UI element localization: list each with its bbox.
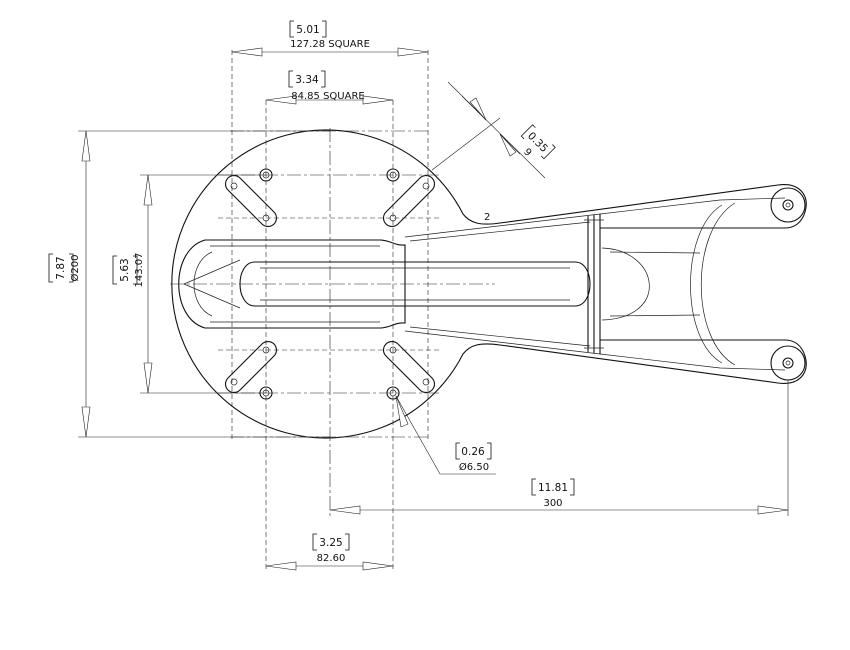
- length-imperial: 11.81: [538, 482, 568, 494]
- diameter-imperial: 7.87: [55, 256, 67, 279]
- hole-diameter-metric: Ø6.50: [459, 461, 489, 473]
- label-length: 11.81 300: [531, 478, 575, 509]
- dim-vertical-spacing: [140, 174, 266, 394]
- arm-end-eyes: [770, 187, 806, 381]
- dim-bottom-spacing: [265, 561, 394, 571]
- length-metric: 300: [543, 498, 562, 509]
- square-outer-imperial: 5.01: [296, 24, 319, 36]
- label-hole-offset: 0.35 9: [520, 124, 556, 160]
- center-lines: [170, 50, 495, 570]
- vertical-spacing-metric: 143.07: [134, 253, 145, 288]
- dim-square-outer: [231, 47, 429, 57]
- label-bottom-spacing: 3.25 82.60: [312, 533, 350, 564]
- small-note: 2: [484, 212, 490, 223]
- dim-hole-offset: [431, 81, 546, 179]
- square-inner-metric: 84.85 SQUARE: [291, 91, 364, 102]
- part-outline: [171, 129, 807, 439]
- hole-offset-metric: 9: [521, 147, 533, 159]
- bottom-spacing-metric: 82.60: [317, 553, 346, 564]
- label-diameter: 7.87 Ø200: [48, 253, 81, 283]
- square-inner-imperial: 3.34: [295, 74, 319, 86]
- square-outer-metric: 127.28 SQUARE: [290, 39, 370, 50]
- dim-square-inner: [265, 95, 394, 105]
- label-square-outer: 5.01 127.28 SQUARE: [289, 20, 370, 50]
- bottom-spacing-imperial: 3.25: [319, 537, 342, 549]
- diameter-metric: Ø200: [69, 255, 81, 282]
- hole-diameter-imperial: 0.26: [461, 446, 485, 458]
- dim-diameter: [78, 130, 330, 438]
- label-hole-diameter: 0.26 Ø6.50: [455, 442, 492, 473]
- tongue-shape: [178, 239, 591, 329]
- label-vertical-spacing: 5.63 143.07: [112, 253, 145, 288]
- vertical-spacing-imperial: 5.63: [119, 258, 131, 281]
- dim-hole-leader: [395, 395, 496, 475]
- label-square-inner: 3.34 84.85 SQUARE: [288, 70, 365, 102]
- dim-length: [329, 380, 789, 516]
